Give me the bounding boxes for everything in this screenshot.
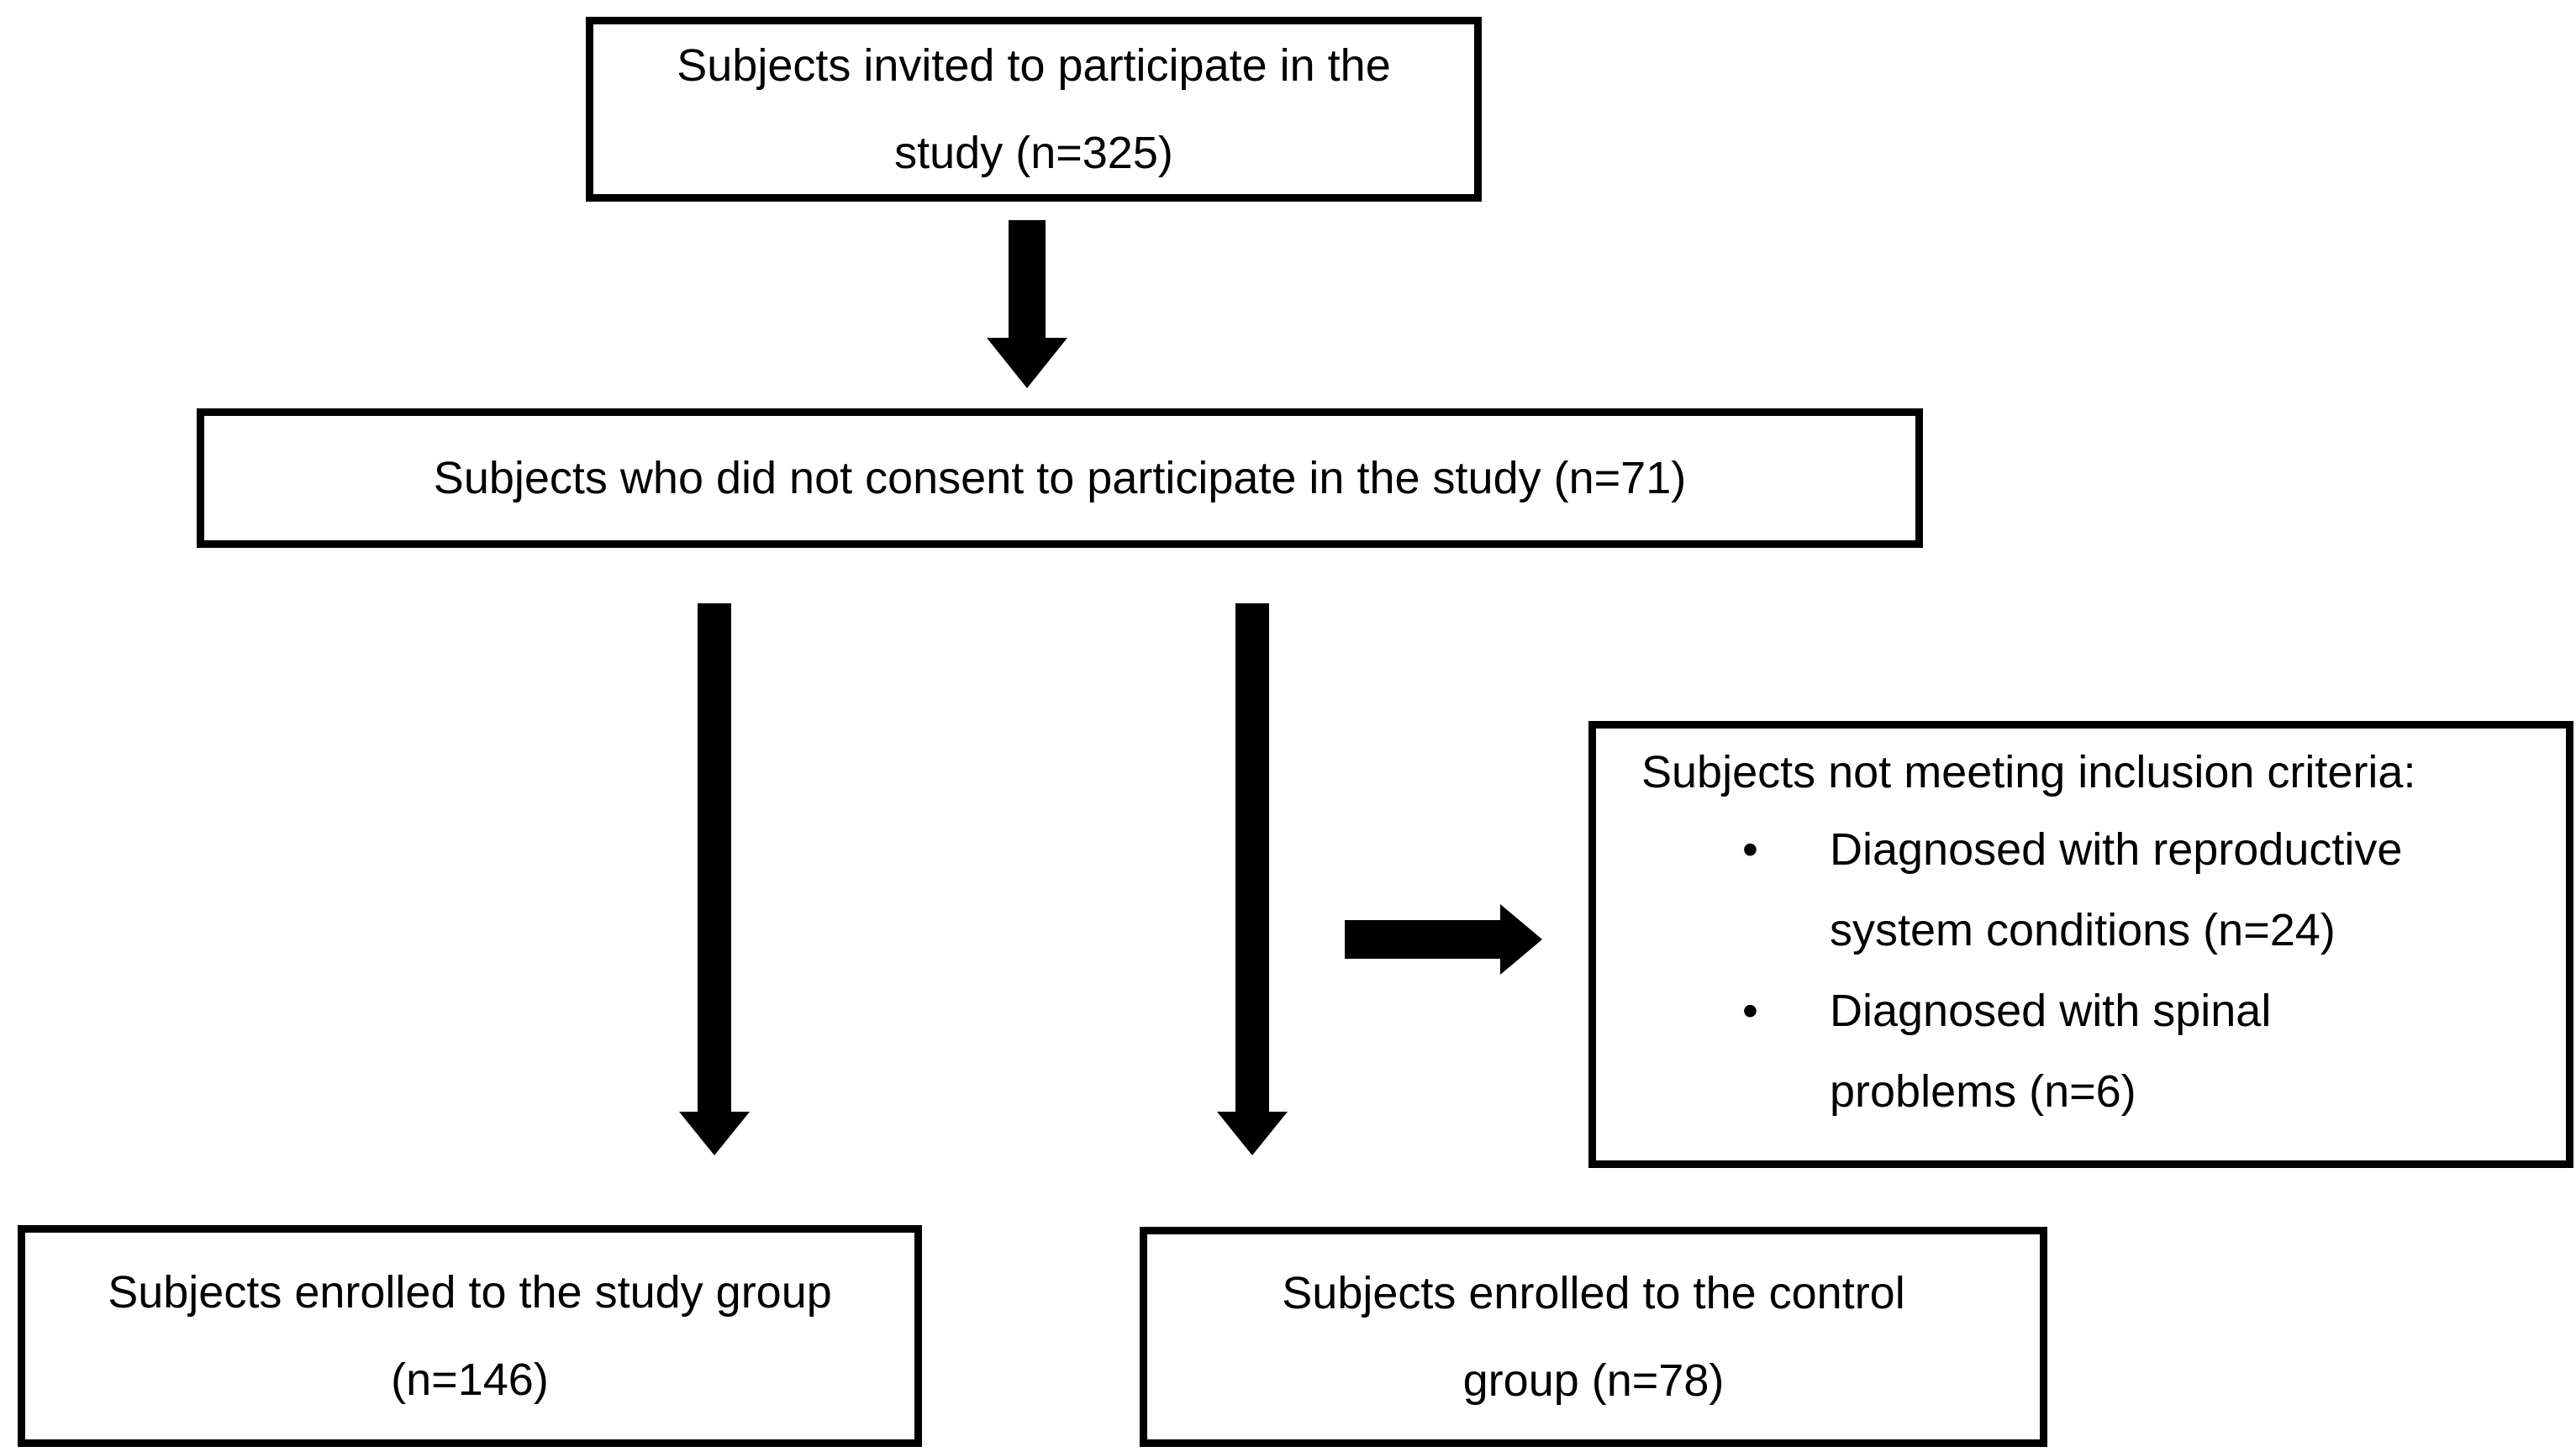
box-text-line: (n=146)	[391, 1355, 549, 1405]
box-subjects-invited: Subjects invited to participate in the s…	[586, 17, 1482, 202]
box-text-line: Subjects invited to participate in the	[677, 40, 1391, 91]
box-text-line: group (n=78)	[1462, 1355, 1725, 1406]
bullet-icon: •	[1742, 824, 1758, 875]
arrow-head-down-icon	[1217, 1112, 1288, 1155]
arrow-stem	[1235, 603, 1269, 1113]
box-study-group: Subjects enrolled to the study group (n=…	[18, 1225, 922, 1447]
exclusion-list: • Diagnosed with reproductive system con…	[1596, 809, 2566, 1132]
arrow-head-down-icon	[679, 1112, 750, 1155]
box-text-line: study (n=325)	[894, 128, 1173, 178]
exclusion-title: Subjects not meeting inclusion criteria:	[1641, 747, 2416, 797]
exclusion-item-reproductive: • Diagnosed with reproductive system con…	[1742, 809, 2566, 971]
arrow-stem	[698, 603, 731, 1113]
box-text-line: system conditions (n=24)	[1830, 905, 2336, 955]
arrow-stem	[1009, 220, 1046, 339]
box-text-line: Subjects enrolled to the study group	[108, 1267, 832, 1318]
box-text-line: Diagnosed with reproductive	[1830, 824, 2403, 875]
arrow-head-down-icon	[987, 338, 1067, 388]
box-control-group: Subjects enrolled to the control group (…	[1140, 1227, 2047, 1447]
box-text-line: Subjects who did not consent to particip…	[433, 453, 1687, 503]
box-text-line: Subjects enrolled to the control	[1282, 1268, 1905, 1318]
box-text-line: problems (n=6)	[1830, 1066, 2136, 1117]
bullet-icon: •	[1742, 986, 1758, 1036]
arrow-head-right-icon	[1500, 904, 1542, 975]
exclusion-item-spinal: • Diagnosed with spinal problems (n=6)	[1742, 971, 2566, 1132]
box-text-line: Diagnosed with spinal	[1830, 986, 2272, 1036]
box-exclusion-criteria: Subjects not meeting inclusion criteria:…	[1588, 721, 2573, 1168]
box-subjects-not-consenting: Subjects who did not consent to particip…	[197, 408, 1923, 548]
arrow-stem	[1345, 920, 1502, 959]
